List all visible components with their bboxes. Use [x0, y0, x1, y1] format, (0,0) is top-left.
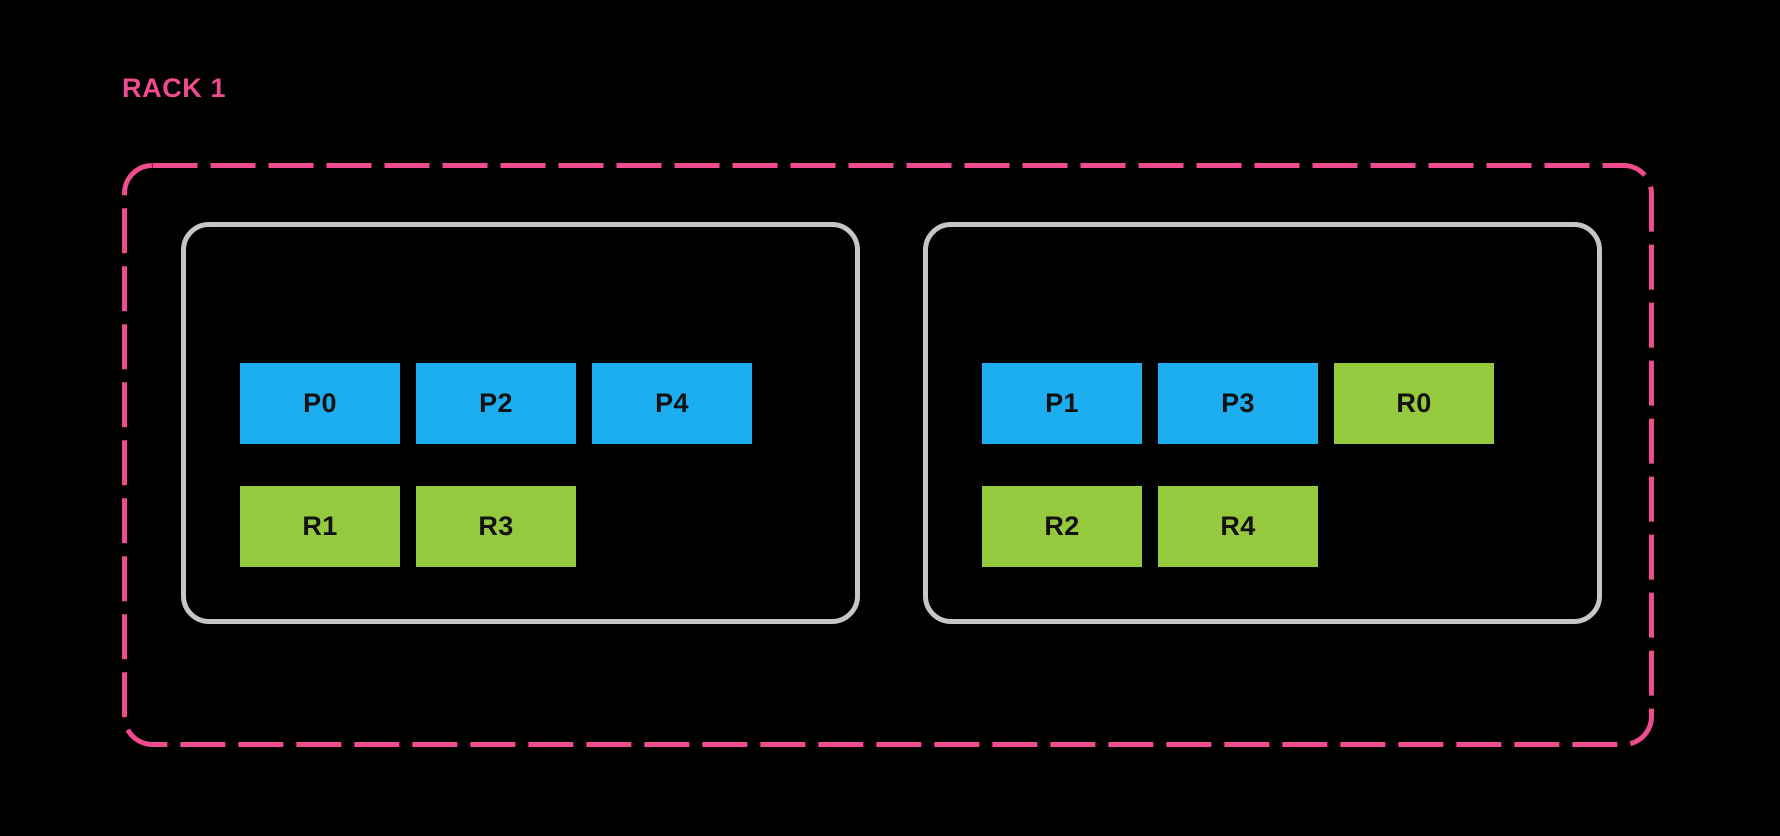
node-panel-b[interactable]: P1 P3 R0 R2 R4 — [923, 222, 1602, 624]
block-p0[interactable]: P0 — [240, 363, 400, 444]
rack-label: RACK 1 — [122, 73, 227, 103]
block-p1[interactable]: P1 — [982, 363, 1142, 444]
block-p3[interactable]: P3 — [1158, 363, 1318, 444]
block-r0[interactable]: R0 — [1334, 363, 1494, 444]
block-p2[interactable]: P2 — [416, 363, 576, 444]
block-r4[interactable]: R4 — [1158, 486, 1318, 567]
block-r1[interactable]: R1 — [240, 486, 400, 567]
block-p4[interactable]: P4 — [592, 363, 752, 444]
node-panel-a[interactable]: P0 P2 P4 R1 R3 — [181, 222, 860, 624]
block-r2[interactable]: R2 — [982, 486, 1142, 567]
block-r3[interactable]: R3 — [416, 486, 576, 567]
